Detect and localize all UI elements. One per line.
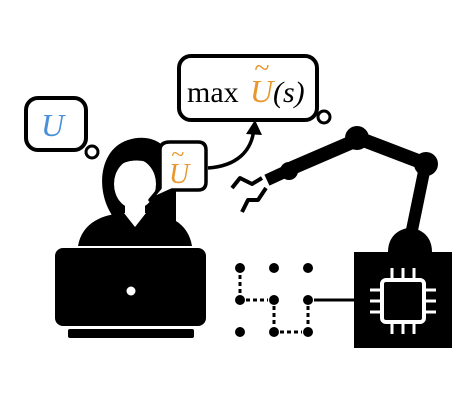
proxy-utility-symbol: U [169, 159, 191, 190]
thought-bubble-true: U [24, 96, 88, 152]
objective-operator: max [187, 76, 239, 109]
objective-argument: (s) [273, 76, 305, 109]
thought-bubble-dot [84, 144, 100, 160]
true-utility-symbol: U [41, 107, 66, 143]
person-icon [78, 137, 192, 246]
laptop-logo [126, 286, 136, 296]
objective-tilde: ~ [254, 53, 269, 84]
cpu-chip-icon [354, 252, 452, 348]
proxy-tilde: ~ [171, 142, 184, 168]
speech-bubble-proxy: ~ U [148, 140, 208, 202]
network-grid-icon [235, 263, 354, 337]
objective-bubble-dot [316, 109, 332, 125]
laptop-icon [55, 248, 206, 338]
objective-box: max ~ U (s) [177, 53, 319, 122]
communication-arrow [207, 120, 262, 170]
robot-arm-icon [230, 126, 438, 252]
objective-symbol: U [250, 73, 275, 109]
